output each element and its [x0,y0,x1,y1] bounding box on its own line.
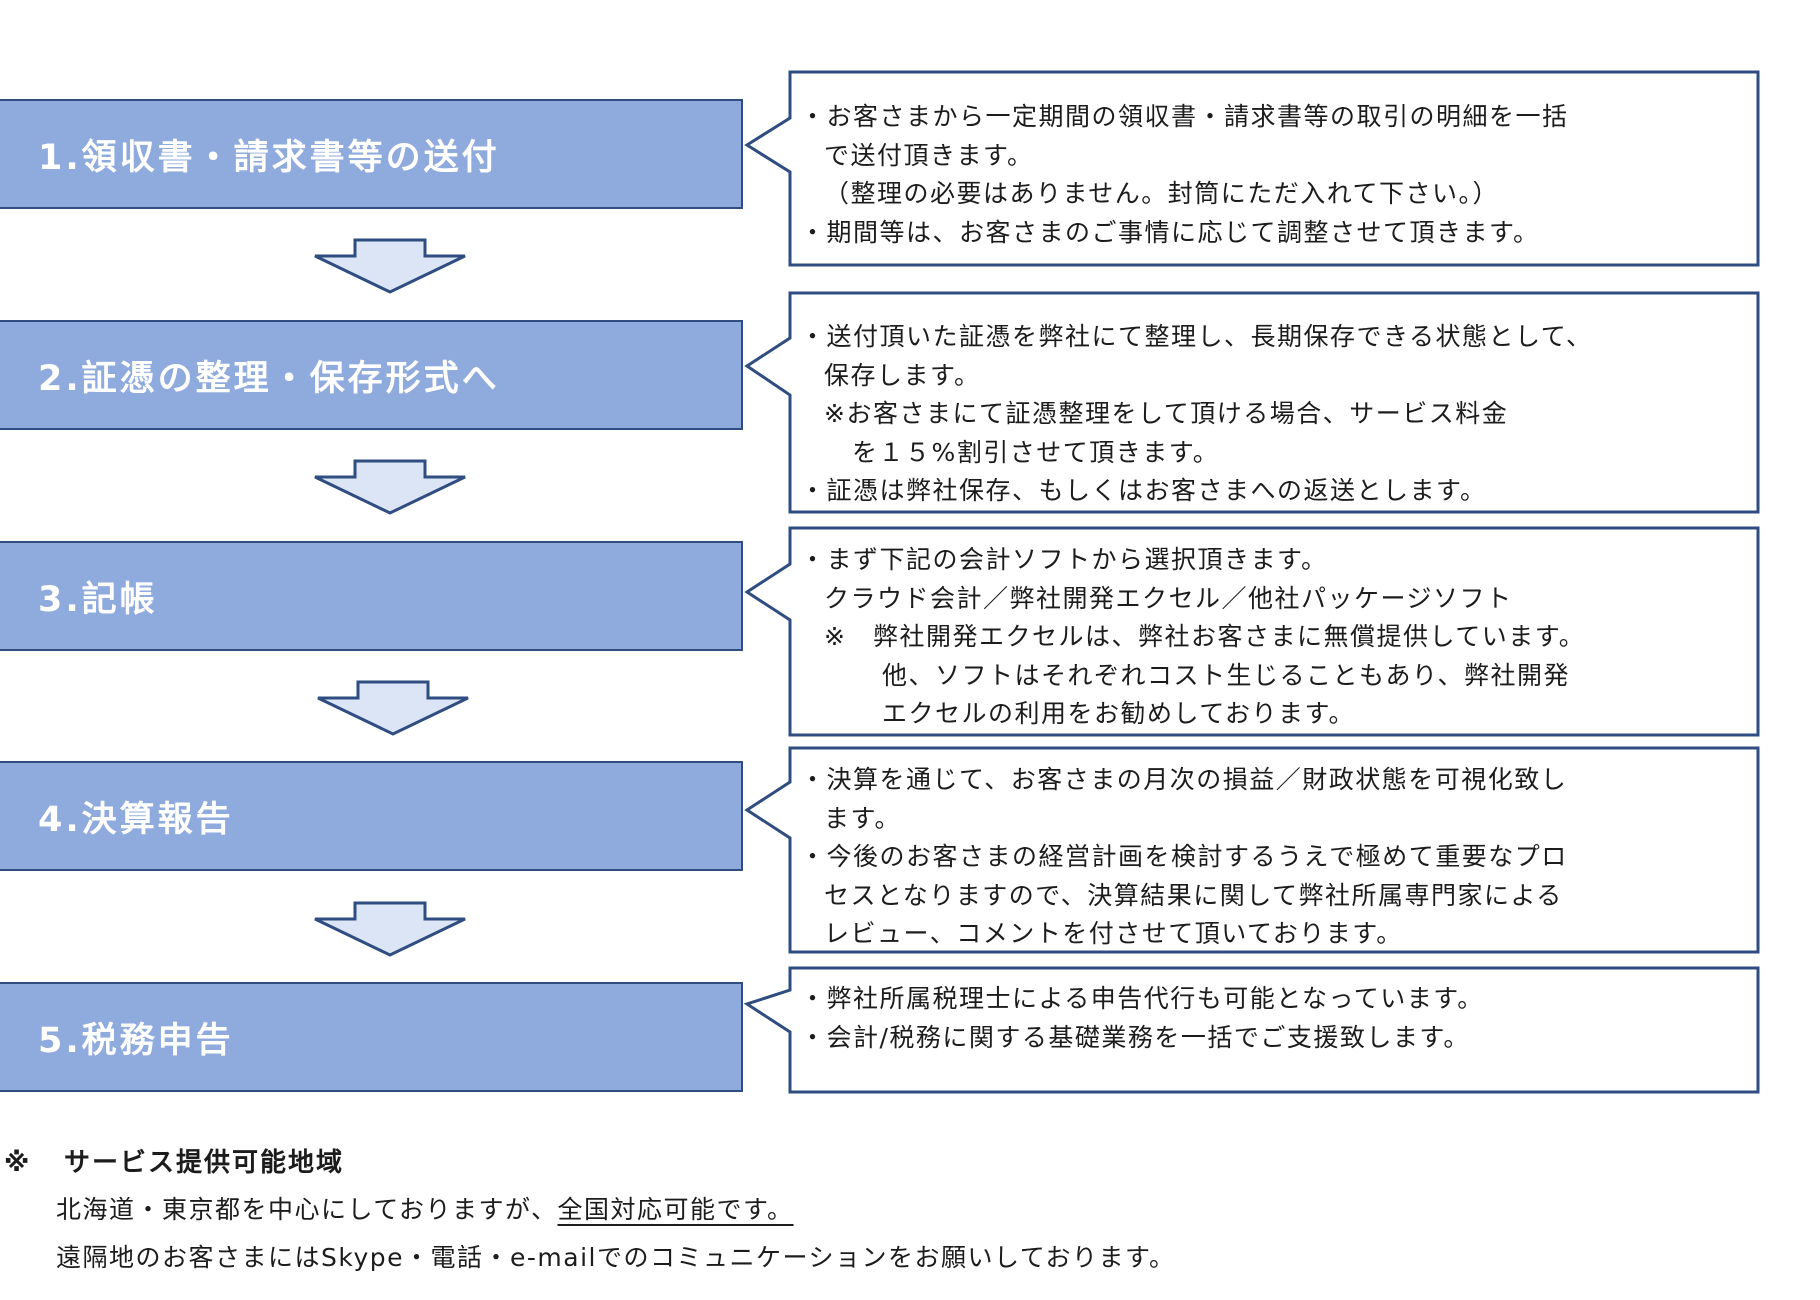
step-3-description: ・まず下記の会計ソフトから選択頂きます。クラウド会計／弊社開発エクセル／他社パッ… [800,541,1760,734]
description-line: ・弊社所属税理士による申告代行も可能となっています。 [800,984,1484,1013]
step-4-title: 4.決算報告 [0,761,743,871]
note-mark: ※ [4,1148,32,1178]
description-line: クラウド会計／弊社開発エクセル／他社パッケージソフト [824,583,1513,613]
arrow-down-icon [314,459,466,515]
description-line: ・今後のお客さまの経営計画を検討するうえで極めて重要なプロ [800,842,1568,871]
description-line: ・証憑は弊社保存、もしくはお客さまへの返送とします。 [800,476,1487,505]
arrow-down-icon [314,901,466,957]
description-line: （整理の必要はありません。封筒にただ入れて下さい。） [824,179,1500,208]
description-line: 保存します。 [824,360,981,390]
description-line: ※お客さまにて証憑整理をして頂ける場合、サービス料金 [824,399,1509,428]
step-2-title: 2.証憑の整理・保存形式へ [0,320,743,430]
step-4-description: ・決算を通じて、お客さまの月次の損益／財政状態を可視化致します。・今後のお客さま… [800,761,1760,954]
description-line: ・期間等は、お客さまのご事情に応じて調整させて頂きます。 [800,217,1540,247]
description-line: レビュー、コメントを付させて頂いております。 [824,919,1403,948]
description-line: ・お客さまから一定期間の領収書・請求書等の取引の明細を一括 [800,102,1569,131]
description-line: ・会計/税務に関する基礎業務を一括でご支援致します。 [800,1022,1470,1052]
description-line: で送付頂きます。 [824,140,1034,170]
description-line: を１５%割引させて頂きます。 [852,437,1220,467]
description-line: セスとなりますので、決算結果に関して弊社所属専門家による [824,880,1563,910]
service-area-heading: ※ サービス提供可能地域 [4,1142,344,1179]
nationwide-note: 全国対応可能です。 [557,1195,794,1224]
step-1-description: ・お客さまから一定期間の領収書・請求書等の取引の明細を一括で送付頂きます。 （整理… [800,98,1760,252]
service-area-line-1: 北海道・東京都を中心にしておりますが、全国対応可能です。 [56,1190,812,1226]
description-line: エクセルの利用をお勧めしております。 [882,699,1356,728]
step-3-title: 3.記帳 [0,541,743,651]
service-area-line-2: 遠隔地のお客さまにはSkype・電話・e-mailでのコミュニケーションをお願い… [56,1243,1176,1272]
description-line: ・決算を通じて、お客さまの月次の損益／財政状態を可視化致し [800,765,1568,794]
description-line: ※ 弊社開発エクセルは、弊社お客さまに無償提供しています。 [824,622,1586,651]
step-1-title: 1.領収書・請求書等の送付 [0,99,743,209]
service-area-title: サービス提供可能地域 [64,1148,345,1178]
arrow-down-icon [314,238,466,294]
step-5-title: 5.税務申告 [0,982,743,1092]
description-line: ・送付頂いた証憑を弊社にて整理し、長期保存できる状態として、 [800,322,1593,351]
arrow-down-icon [317,680,469,736]
service-area-text: 北海道・東京都を中心にしておりますが、 [56,1195,558,1224]
description-line: ます。 [824,803,902,833]
step-2-description: ・送付頂いた証憑を弊社にて整理し、長期保存できる状態として、保存します。 ※お客さ… [800,318,1760,511]
description-line: 他、ソフトはそれぞれコスト生じることもあり、弊社開発 [882,660,1571,690]
description-line: ・まず下記の会計ソフトから選択頂きます。 [800,545,1328,574]
step-5-description: ・弊社所属税理士による申告代行も可能となっています。・会計/税務に関する基礎業務… [800,980,1760,1057]
